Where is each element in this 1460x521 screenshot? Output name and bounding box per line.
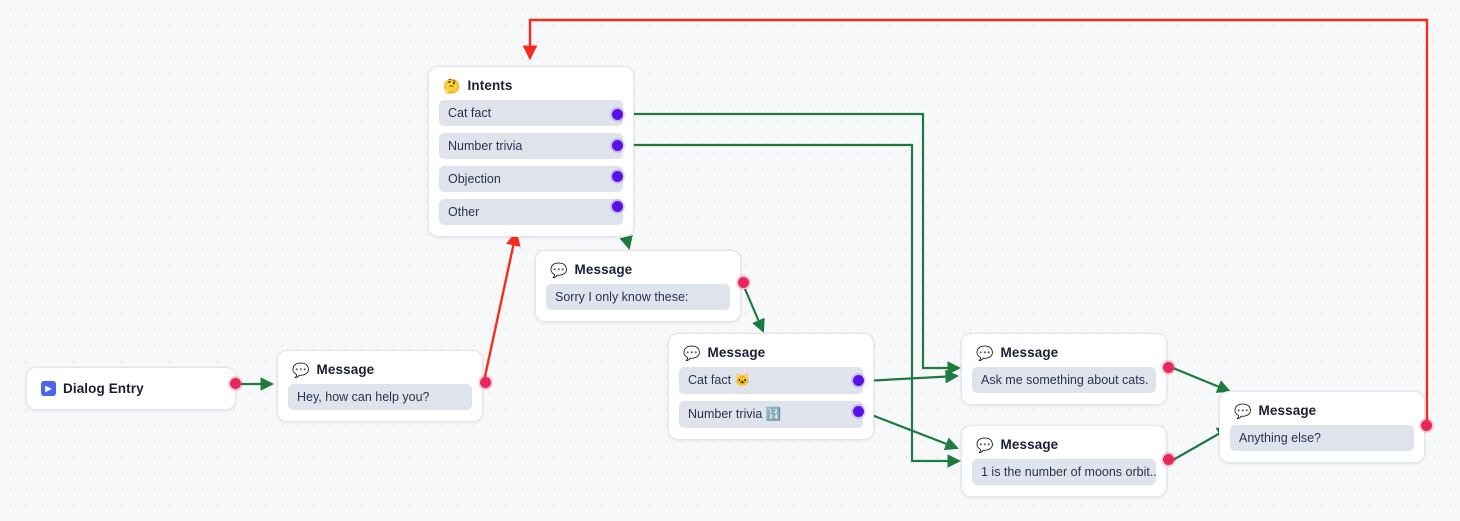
message-sorry-text[interactable]: Sorry I only know these: xyxy=(546,284,730,310)
edge-sorry-to-options xyxy=(743,288,765,333)
node-intents-title: Intents xyxy=(467,78,513,93)
edge-options-numbertrivia-to-moons xyxy=(863,410,959,451)
port-message-moons-out[interactable] xyxy=(1163,454,1174,465)
play-icon: ▶ xyxy=(41,381,56,396)
node-dialog-entry-header: ▶ Dialog Entry xyxy=(27,368,235,409)
node-message-ask-cats[interactable]: 💬 Message Ask me something about cats. xyxy=(961,333,1167,405)
message-options-cat-fact[interactable]: Cat fact 🐱 xyxy=(679,367,863,394)
node-message-sorry-title: Message xyxy=(574,262,633,277)
node-message-anything-else-header: 💬 Message xyxy=(1220,392,1424,425)
speech-bubble-icon: 💬 xyxy=(976,436,994,453)
message-moons-text[interactable]: 1 is the number of moons orbit... xyxy=(972,459,1156,485)
node-message-ask-cats-header: 💬 Message xyxy=(962,334,1166,367)
port-dialog-entry-out[interactable] xyxy=(230,378,241,389)
node-message-moons[interactable]: 💬 Message 1 is the number of moons orbit… xyxy=(961,425,1167,497)
port-message-anything-else-out[interactable] xyxy=(1421,420,1432,431)
node-message-ask-cats-title: Message xyxy=(1000,345,1059,360)
node-message-moons-header: 💬 Message xyxy=(962,426,1166,459)
intents-field-number-trivia[interactable]: Number trivia xyxy=(439,133,623,159)
port-message-greeting-out[interactable] xyxy=(480,377,491,388)
node-message-anything-else-title: Message xyxy=(1258,403,1317,418)
node-message-options[interactable]: 💬 Message Cat fact 🐱 Number trivia 🔢 xyxy=(668,333,874,440)
edge-intents-catfact-to-askcats xyxy=(622,112,962,375)
node-message-greeting-title: Message xyxy=(316,362,375,377)
node-message-sorry[interactable]: 💬 Message Sorry I only know these: xyxy=(535,250,741,322)
edge-options-catfact-to-askcats xyxy=(863,369,960,384)
intents-field-objection[interactable]: Objection xyxy=(439,166,623,192)
node-message-greeting[interactable]: 💬 Message Hey, how can help you? xyxy=(277,350,483,422)
message-anything-else-text[interactable]: Anything else? xyxy=(1230,425,1414,451)
node-message-anything-else[interactable]: 💬 Message Anything else? xyxy=(1219,391,1425,463)
edge-greeting-to-intents xyxy=(482,230,521,382)
edge-askcats-to-anythingelse xyxy=(1172,366,1231,393)
speech-bubble-icon: 💬 xyxy=(550,261,568,278)
intents-field-other[interactable]: Other xyxy=(439,199,623,225)
node-intents-header: 🤔 Intents xyxy=(429,67,633,100)
speech-bubble-icon: 💬 xyxy=(976,344,994,361)
node-intents[interactable]: 🤔 Intents Cat fact Number trivia Objecti… xyxy=(428,66,634,237)
node-dialog-entry[interactable]: ▶ Dialog Entry xyxy=(26,367,236,410)
node-message-sorry-header: 💬 Message xyxy=(536,251,740,284)
port-message-options-cat-fact[interactable] xyxy=(853,375,864,386)
node-message-greeting-header: 💬 Message xyxy=(278,351,482,384)
port-intents-cat-fact[interactable] xyxy=(612,109,623,120)
speech-bubble-icon: 💬 xyxy=(1234,402,1252,419)
port-intents-number-trivia[interactable] xyxy=(612,140,623,151)
node-dialog-entry-title: Dialog Entry xyxy=(63,381,144,396)
message-greeting-text[interactable]: Hey, how can help you? xyxy=(288,384,472,410)
speech-bubble-icon: 💬 xyxy=(292,361,310,378)
port-intents-objection[interactable] xyxy=(612,171,623,182)
thinking-face-icon: 🤔 xyxy=(443,77,461,94)
port-intents-other[interactable] xyxy=(612,201,623,212)
message-options-number-trivia[interactable]: Number trivia 🔢 xyxy=(679,401,863,428)
port-message-sorry-out[interactable] xyxy=(738,277,749,288)
message-ask-cats-text[interactable]: Ask me something about cats. xyxy=(972,367,1156,393)
port-message-ask-cats-out[interactable] xyxy=(1163,362,1174,373)
node-message-options-header: 💬 Message xyxy=(669,334,873,367)
speech-bubble-icon: 💬 xyxy=(683,344,701,361)
port-message-options-number-trivia[interactable] xyxy=(853,406,864,417)
intents-field-cat-fact[interactable]: Cat fact xyxy=(439,100,623,126)
node-message-moons-title: Message xyxy=(1000,437,1059,452)
node-message-options-title: Message xyxy=(707,345,766,360)
